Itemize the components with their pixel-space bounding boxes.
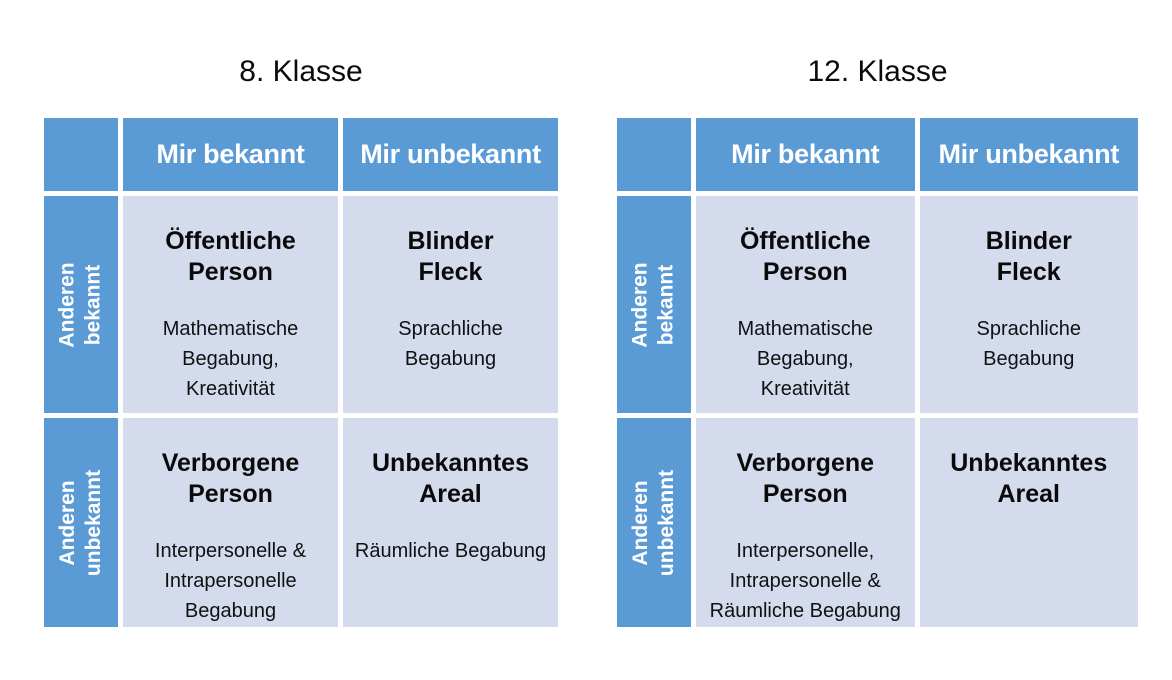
cell-detail: Räumliche Begabung bbox=[354, 540, 547, 562]
col-header-mir-bekannt: Mir bekannt bbox=[123, 118, 338, 191]
cell-detail: Interpersonelle & Intrapersonelle Begabu… bbox=[154, 540, 307, 622]
cell-detail: Mathematische Begabung, Kreativität bbox=[162, 318, 299, 400]
row-header-anderen-bekannt: Anderen bekannt bbox=[44, 196, 118, 413]
cell-oeffentliche-person: Öffentliche Person Mathematische Begabun… bbox=[696, 196, 915, 413]
row-header-label: Anderen unbekannt bbox=[629, 469, 679, 576]
johari-table-12-klasse: Mir bekannt Mir unbekannt Anderen bekann… bbox=[617, 118, 1138, 627]
row-header-label: Anderen bekannt bbox=[629, 261, 678, 348]
cell-detail: Sprachliche Begabung bbox=[398, 318, 503, 370]
panel-title-8-klasse: 8. Klasse bbox=[239, 55, 363, 88]
col-header-mir-bekannt: Mir bekannt bbox=[696, 118, 915, 191]
johari-window-12-klasse: 12. Klasse Mir bekannt Mir unbekannt And… bbox=[617, 52, 1138, 627]
cell-verborgene-person: Verborgene Person Interpersonelle, Intra… bbox=[696, 418, 915, 627]
johari-window-8-klasse: 8. Klasse Mir bekannt Mir unbekannt Ande… bbox=[44, 52, 558, 627]
cell-detail: Interpersonelle, Intrapersonelle & Räuml… bbox=[709, 540, 901, 622]
row-header-anderen-unbekannt: Anderen unbekannt bbox=[617, 418, 691, 627]
cell-title: Öffentliche Person bbox=[739, 227, 871, 286]
cell-title: Öffentliche Person bbox=[165, 227, 296, 286]
cell-title: Verborgene Person bbox=[161, 449, 300, 508]
cell-title: Unbekanntes Areal bbox=[372, 449, 529, 508]
cell-oeffentliche-person: Öffentliche Person Mathematische Begabun… bbox=[123, 196, 338, 413]
row-header-label: Anderen bekannt bbox=[56, 261, 105, 348]
cell-blinder-fleck: Blinder Fleck Sprachliche Begabung bbox=[343, 196, 558, 413]
cell-verborgene-person: Verborgene Person Interpersonelle & Intr… bbox=[123, 418, 338, 627]
col-header-mir-unbekannt: Mir unbekannt bbox=[343, 118, 558, 191]
cell-title: Blinder Fleck bbox=[985, 227, 1072, 286]
panel-title-12-klasse: 12. Klasse bbox=[807, 55, 948, 88]
johari-table-8-klasse: Mir bekannt Mir unbekannt Anderen bekann… bbox=[44, 118, 558, 627]
cell-title: Blinder Fleck bbox=[407, 227, 494, 286]
corner-cell bbox=[617, 118, 691, 191]
row-header-label: Anderen unbekannt bbox=[56, 469, 106, 576]
cell-detail: Sprachliche Begabung bbox=[976, 318, 1081, 370]
corner-cell bbox=[44, 118, 118, 191]
cell-detail: Mathematische Begabung, Kreativität bbox=[737, 318, 874, 400]
cell-unbekanntes-areal: Unbekanntes Areal Räumliche Begabung bbox=[343, 418, 558, 627]
cell-title: Unbekanntes Areal bbox=[950, 449, 1108, 508]
col-header-mir-unbekannt: Mir unbekannt bbox=[919, 118, 1138, 191]
cell-blinder-fleck: Blinder Fleck Sprachliche Begabung bbox=[919, 196, 1138, 413]
row-header-anderen-unbekannt: Anderen unbekannt bbox=[44, 418, 118, 627]
cell-unbekanntes-areal: Unbekanntes Areal bbox=[919, 418, 1138, 627]
row-header-anderen-bekannt: Anderen bekannt bbox=[617, 196, 691, 413]
cell-title: Verborgene Person bbox=[736, 449, 875, 508]
